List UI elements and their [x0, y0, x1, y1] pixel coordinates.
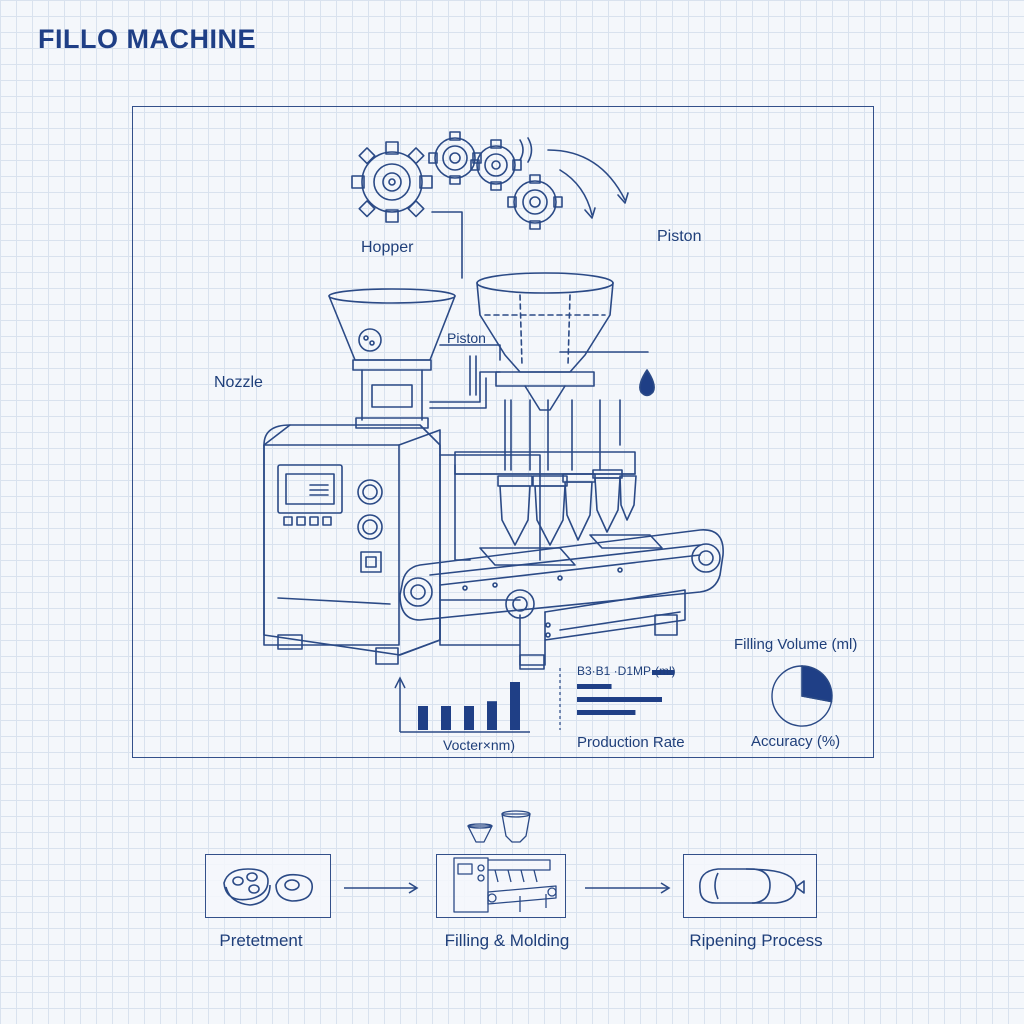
gear-icon	[351, 141, 433, 223]
piston-label-top: Piston	[657, 228, 702, 245]
bar	[510, 682, 520, 730]
process-step-label: Filling & Molding	[444, 931, 570, 950]
process-step-label: Pretetment	[219, 931, 303, 950]
pie-x-label: Accuracy (%)	[751, 733, 841, 750]
hbar-title: Production Rate	[577, 734, 685, 751]
machine-diagram-frame	[132, 106, 874, 758]
bar-y-axis-arrow	[394, 676, 406, 689]
meat-slices-icon	[223, 868, 314, 906]
nozzle-label: Nozzle	[214, 374, 263, 391]
horizontal-bar	[577, 697, 662, 702]
gear-icon	[428, 131, 482, 185]
process-step-ripening	[683, 854, 817, 918]
bar-x-label: Vocter×nm)	[443, 737, 515, 753]
hbar-header: B3·B1 ·D1MP·(ml)	[577, 664, 676, 678]
bar	[441, 706, 451, 730]
horizontal-bar	[577, 710, 636, 715]
page-title: FILLO MACHINE	[38, 24, 256, 54]
sausage-icon	[699, 868, 805, 904]
bar	[487, 701, 497, 730]
bar	[464, 706, 474, 730]
process-step-pretreatment	[205, 854, 331, 918]
horizontal-bar	[577, 684, 612, 689]
gear-icon	[470, 139, 522, 191]
process-step-label: Ripening Process	[689, 931, 823, 950]
pie-slice	[801, 665, 833, 703]
hopper-label: Hopper	[361, 239, 414, 256]
bar	[418, 706, 428, 730]
piston-label-mid: Piston	[447, 330, 486, 346]
pie-title: Filling Volume (ml)	[734, 636, 858, 653]
horizontal-bar	[652, 670, 674, 675]
gear-icon	[507, 174, 563, 230]
pie-slice	[771, 665, 833, 727]
